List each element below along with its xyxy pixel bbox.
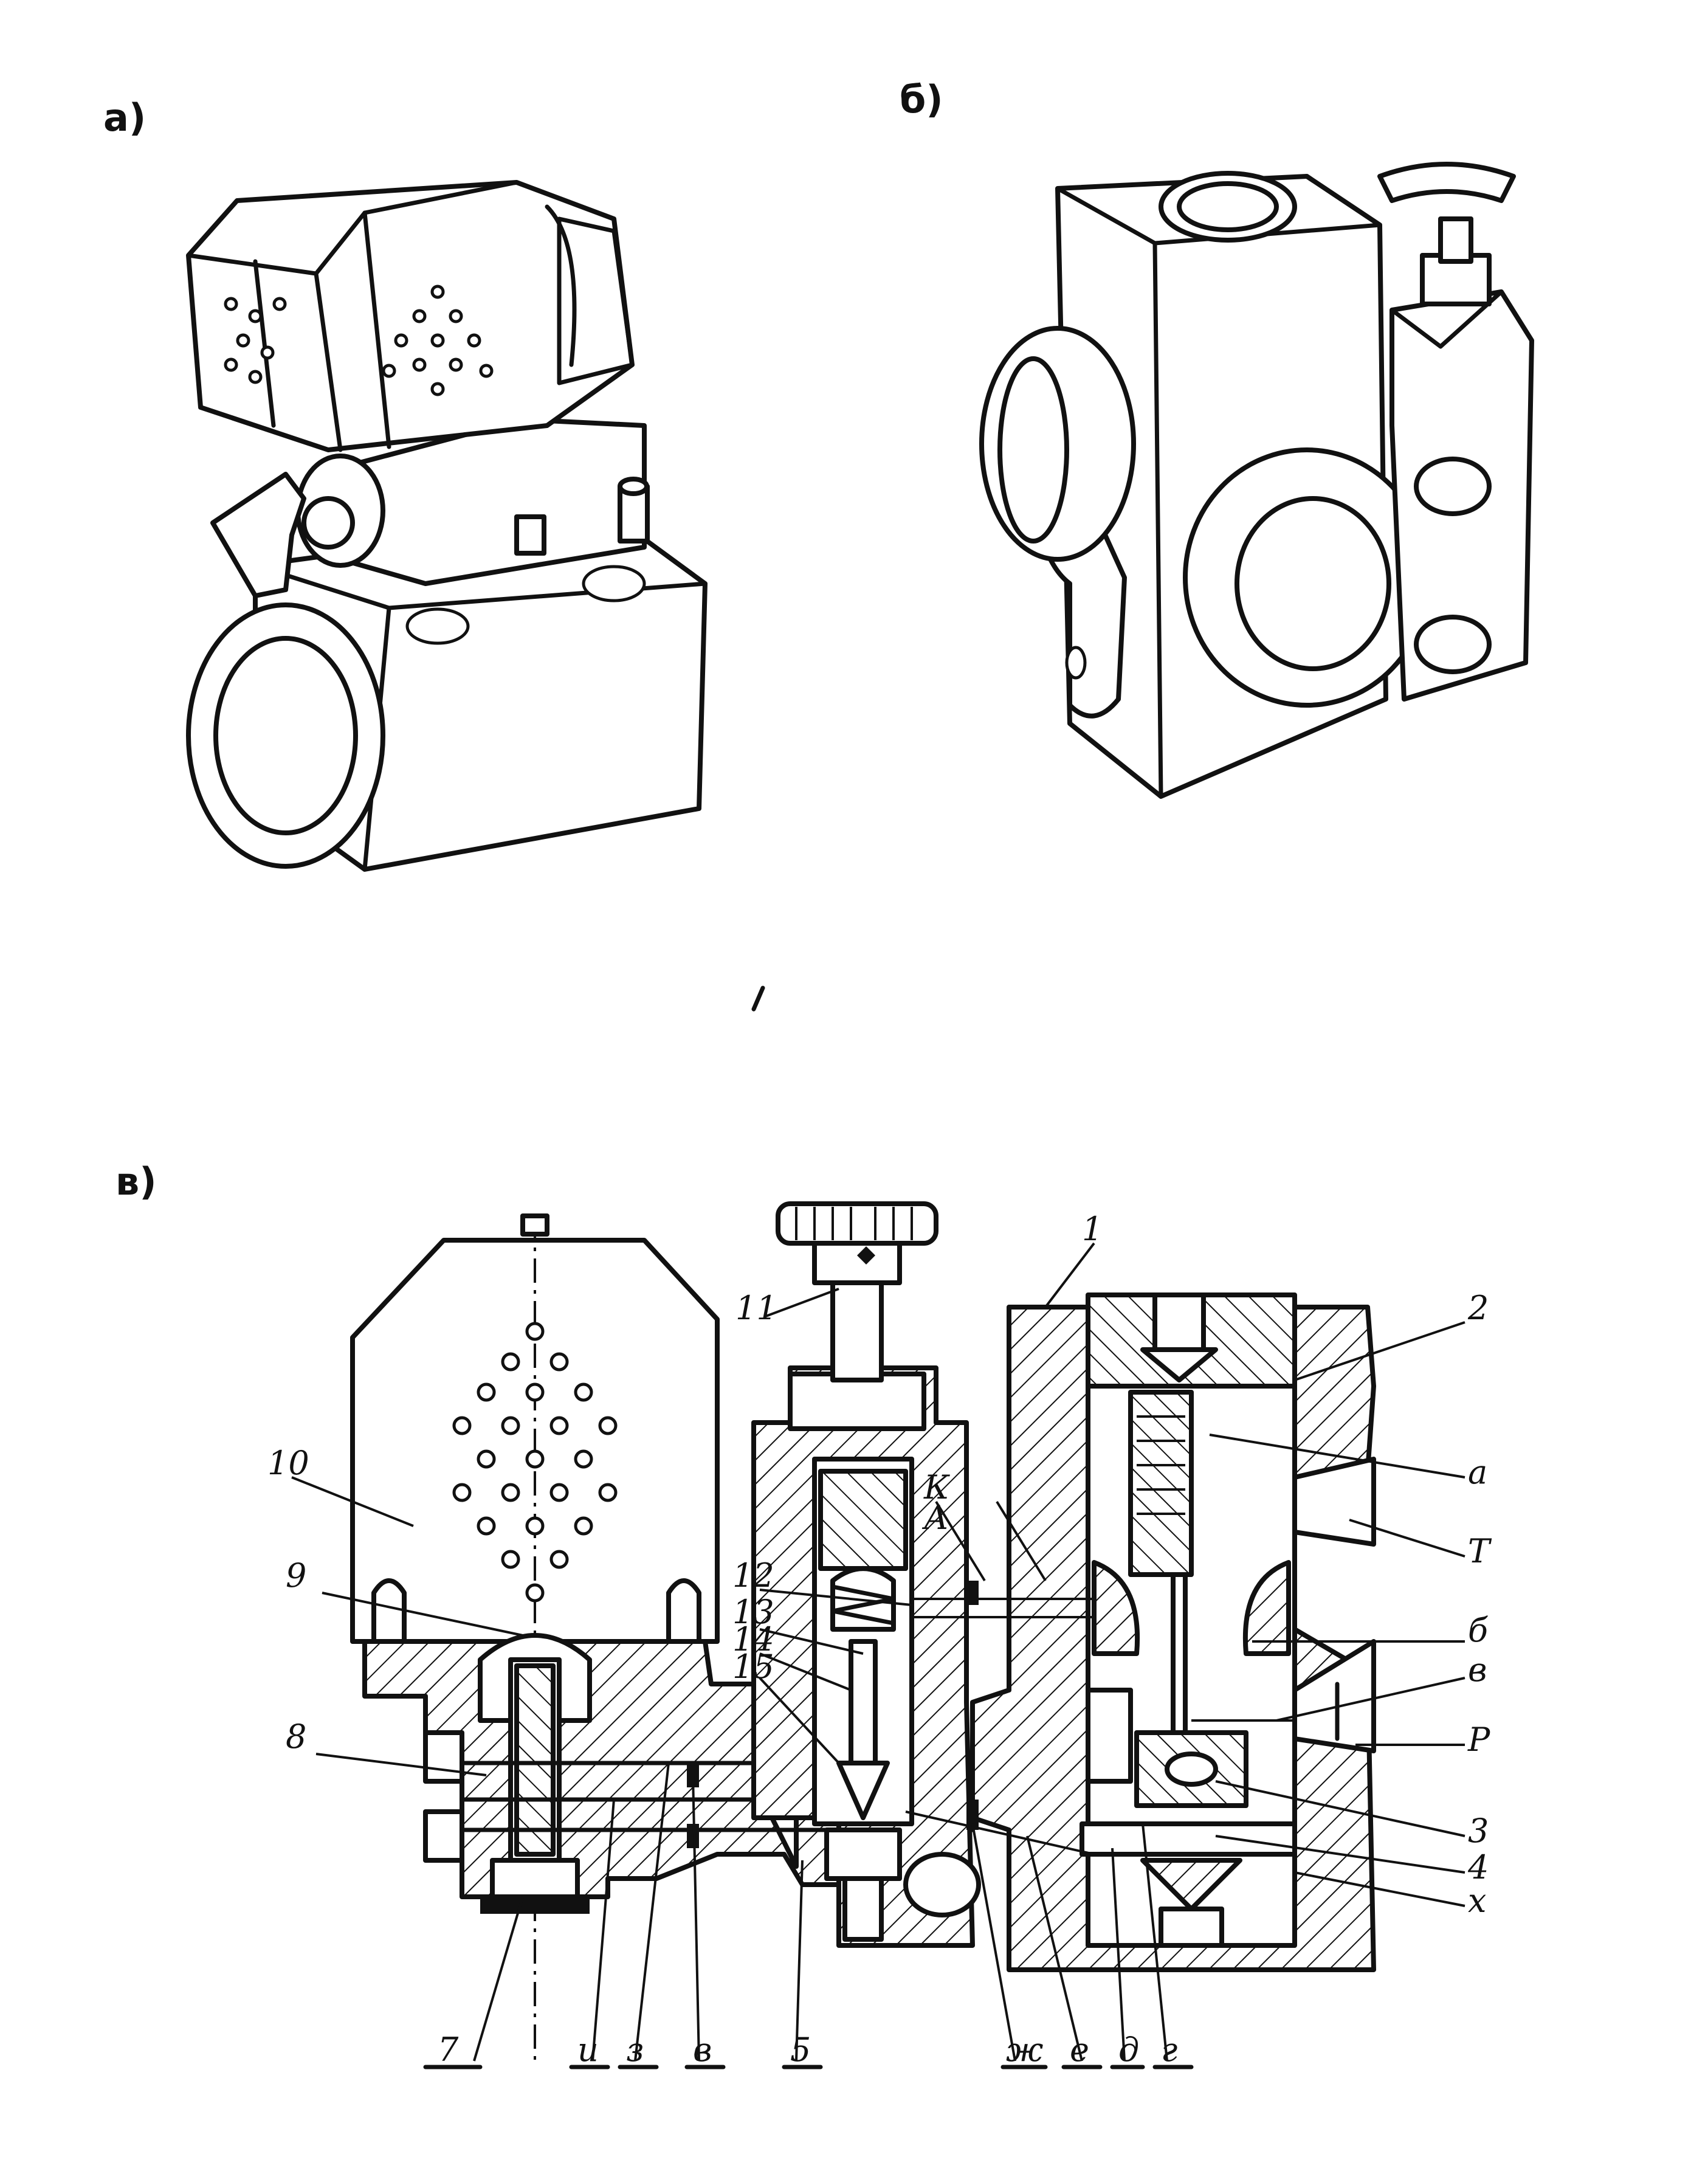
callout-A: А (921, 1499, 949, 1537)
side-port-b (979, 326, 1136, 719)
callouts: 1 2 а Т б в Р 3 4 х 11 К А 12 13 14 15 1… (267, 1210, 1492, 2069)
callout-15: 15 (732, 1648, 774, 1686)
callout-14: 14 (732, 1620, 774, 1658)
knob-knurl (795, 1207, 913, 1240)
pilot-valve-housing (751, 1365, 975, 1948)
callout-x: х (1468, 1882, 1486, 1920)
adjusting-screw (776, 1201, 938, 1431)
vent-holes-side (382, 285, 494, 396)
adjusting-knob-a (210, 472, 355, 598)
callout-8: 8 (286, 1717, 306, 1756)
callout-d: д (1118, 2031, 1139, 2069)
cover-vent-holes (452, 1322, 618, 1603)
spool-threads (1137, 1415, 1185, 1515)
callout-e: е (1070, 2031, 1089, 2069)
callout-2: 2 (1467, 1289, 1489, 1327)
port-fitting-a (186, 602, 385, 869)
solenoid-cover (350, 1213, 720, 2067)
electromagnet-a (186, 180, 635, 452)
callout-z: з (626, 2031, 644, 2069)
panel-c: в) (115, 1159, 1492, 2069)
callout-5: 5 (790, 2031, 811, 2069)
callout-13: 13 (732, 1593, 774, 1631)
callout-4: 4 (1467, 1848, 1489, 1886)
callout-3: 3 (1468, 1812, 1489, 1850)
panel-b-label: б) (900, 77, 943, 122)
callout-12: 12 (732, 1556, 774, 1595)
callout-T: Т (1468, 1532, 1492, 1570)
callout-i: и (577, 2031, 599, 2069)
callout-P: Р (1467, 1720, 1491, 1759)
studs-a (514, 477, 650, 556)
panel-c-label: в) (115, 1159, 157, 1204)
callout-a: а (1468, 1453, 1487, 1491)
callout-11: 11 (735, 1289, 777, 1327)
panel-a: а) (103, 95, 708, 872)
stray-mark (751, 985, 765, 1012)
vent-holes-front (224, 297, 287, 384)
callout-K: К (923, 1468, 950, 1506)
callout-g: г (1161, 2031, 1177, 2069)
callout-v2: в (693, 2031, 712, 2069)
callout-v: в (1468, 1651, 1487, 1689)
callout-10: 10 (267, 1444, 309, 1482)
pilot-body-left (362, 1633, 975, 1914)
callout-9: 9 (286, 1556, 306, 1595)
pilot-stage-b (1377, 162, 1534, 702)
front-port-b (1183, 447, 1431, 708)
callout-7: 7 (438, 2031, 459, 2069)
callout-b: б (1468, 1611, 1489, 1649)
callout-1: 1 (1082, 1210, 1103, 1248)
callout-zh: ж (1006, 2031, 1043, 2069)
channels (903, 1581, 1295, 1917)
panel-b: б) (900, 77, 1534, 799)
main-valve-body (970, 1292, 1376, 1972)
panel-a-label: а) (103, 95, 146, 140)
